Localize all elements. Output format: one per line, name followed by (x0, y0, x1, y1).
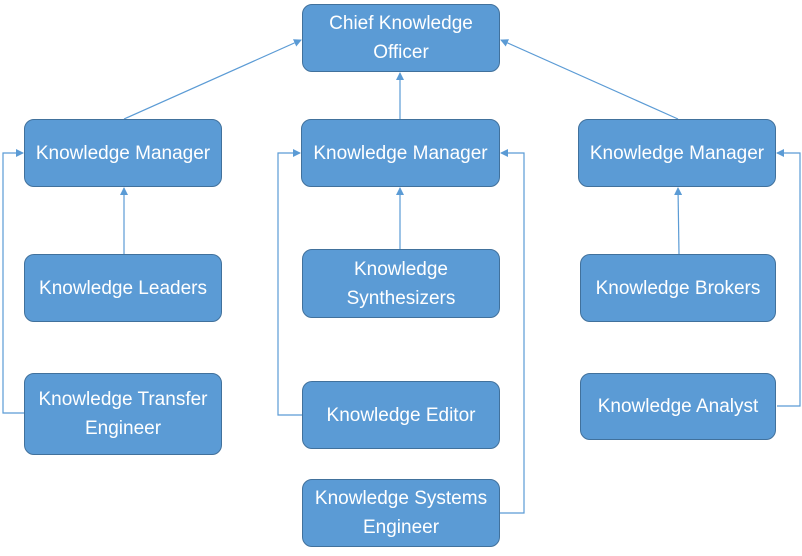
node-knowledge-synthesizers: Knowledge Synthesizers (302, 249, 500, 318)
node-knowledge-brokers: Knowledge Brokers (580, 254, 776, 322)
connector-km-left-to-cko (123, 39, 302, 120)
node-knowledge-leaders: Knowledge Leaders (24, 254, 222, 322)
connector-transfer-to-km (2, 149, 24, 414)
node-knowledge-systems-engineer: Knowledge Systems Engineer (302, 479, 500, 547)
connector-brokers-to-km (674, 187, 683, 255)
node-chief-knowledge-officer: Chief Knowledge Officer (302, 4, 500, 72)
node-knowledge-analyst: Knowledge Analyst (580, 373, 776, 440)
node-knowledge-editor: Knowledge Editor (302, 381, 500, 449)
connector-systems-to-km (500, 149, 525, 514)
connector-km-right-to-cko (500, 39, 679, 120)
node-knowledge-manager-right: Knowledge Manager (578, 119, 776, 187)
node-knowledge-manager-left: Knowledge Manager (24, 119, 222, 187)
node-knowledge-transfer-engineer: Knowledge Transfer Engineer (24, 373, 222, 455)
connector-analyst-to-km (776, 149, 801, 407)
node-knowledge-manager-center: Knowledge Manager (301, 119, 500, 187)
connector-editor-to-km (277, 149, 302, 416)
